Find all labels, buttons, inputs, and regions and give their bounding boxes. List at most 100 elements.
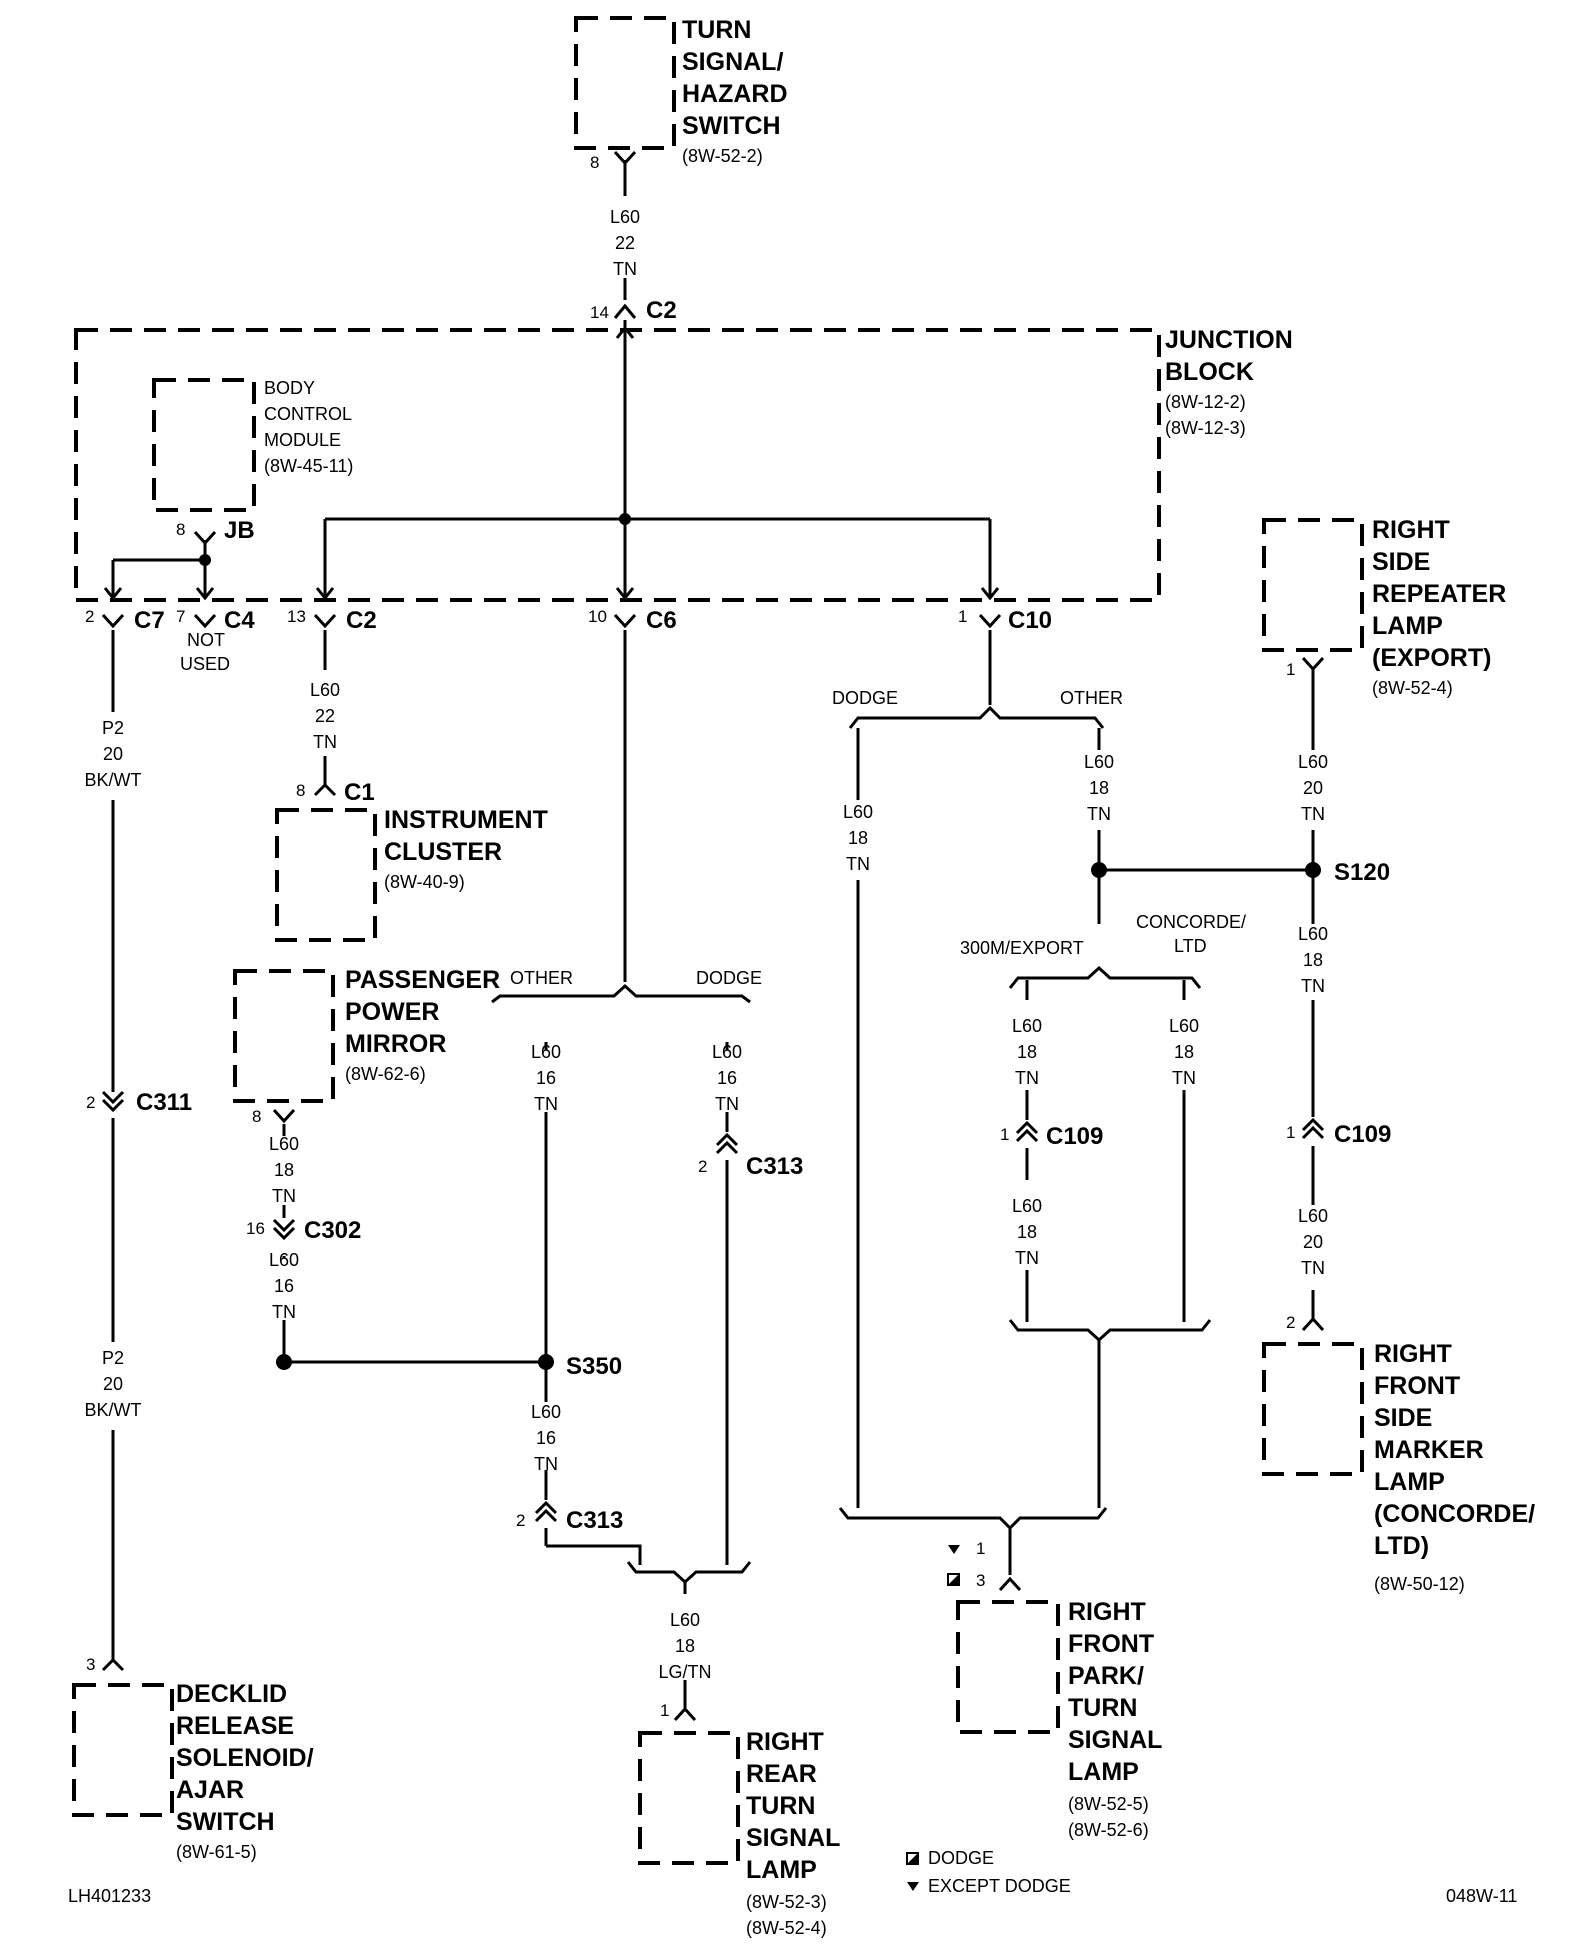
connector-labels: 14 C2 8 JB 2 C7 7 C4 NOT USED 13 C2 10 C… — [85, 297, 1391, 1534]
right-front-side-marker-lamp-label: RIGHT FRONT SIDE MARKER LAMP (CONCORDE/ … — [1286, 1313, 1535, 1594]
turn-signal-switch-box — [574, 16, 676, 150]
svg-text:TN: TN — [1301, 1258, 1325, 1278]
right-front-park-turn-signal-lamp-box — [956, 1600, 1060, 1734]
junction-block-box — [74, 328, 1161, 602]
svg-text:C313: C313 — [566, 1507, 623, 1534]
svg-text:(8W-61-5): (8W-61-5) — [176, 1842, 257, 1862]
svg-text:(CONCORDE/: (CONCORDE/ — [1374, 1500, 1535, 1528]
svg-text:2: 2 — [86, 1093, 95, 1112]
svg-text:RELEASE: RELEASE — [176, 1712, 294, 1740]
svg-text:L60: L60 — [531, 1402, 561, 1422]
svg-text:L60: L60 — [1298, 752, 1328, 772]
svg-text:LAMP: LAMP — [1372, 612, 1443, 640]
svg-text:18: 18 — [848, 828, 868, 848]
right-side-repeater-lamp-label: RIGHT SIDE REPEATER LAMP (EXPORT) (8W-52… — [1286, 516, 1506, 698]
wire-c10-other: L60 18 TN — [1084, 752, 1114, 824]
svg-text:20: 20 — [103, 744, 123, 764]
wire-c7-p2-bottom: P2 20 BK/WT — [85, 1348, 142, 1420]
svg-text:(8W-40-9): (8W-40-9) — [384, 872, 465, 892]
legend-except-dodge-icon — [907, 1882, 919, 1891]
wire-dodge-c313: L60 16 TN — [712, 1042, 742, 1114]
svg-text:TN: TN — [1087, 804, 1111, 824]
wire-rear-lamp: L60 18 LG/TN — [658, 1610, 711, 1682]
svg-text:13: 13 — [287, 607, 306, 626]
svg-text:L60: L60 — [843, 802, 873, 822]
footer-left-code: LH401233 — [68, 1886, 151, 1906]
connector-symbols — [101, 150, 1325, 1722]
wire-repeater: L60 20 TN — [1298, 752, 1328, 824]
svg-text:20: 20 — [1303, 1232, 1323, 1252]
svg-text:MODULE: MODULE — [264, 430, 341, 450]
svg-text:22: 22 — [615, 233, 635, 253]
splice-s350-label: S350 — [566, 1353, 622, 1380]
wire-300m-bottom: L60 18 TN — [1012, 1196, 1042, 1268]
svg-text:22: 22 — [315, 706, 335, 726]
svg-text:(8W-50-12): (8W-50-12) — [1374, 1574, 1465, 1594]
wire-c7-p2-top: P2 20 BK/WT — [85, 718, 142, 790]
right-front-side-marker-lamp-box — [1262, 1342, 1364, 1476]
svg-text:NOT: NOT — [187, 630, 225, 650]
junction-block-label: JUNCTION BLOCK (8W-12-2) (8W-12-3) — [1165, 326, 1293, 438]
svg-text:2: 2 — [698, 1157, 707, 1176]
svg-text:1: 1 — [1286, 1123, 1295, 1142]
svg-text:MIRROR: MIRROR — [345, 1030, 446, 1058]
svg-text:(8W-12-3): (8W-12-3) — [1165, 418, 1246, 438]
wire-s120-c109: L60 18 TN — [1298, 924, 1328, 996]
svg-text:REPEATER: REPEATER — [1372, 580, 1506, 608]
svg-text:RIGHT: RIGHT — [1068, 1598, 1146, 1626]
svg-text:L60: L60 — [1012, 1196, 1042, 1216]
svg-text:HAZARD: HAZARD — [682, 80, 788, 108]
svg-text:1: 1 — [976, 1539, 985, 1558]
right-rear-turn-signal-lamp-label: RIGHT REAR TURN SIGNAL LAMP (8W-52-3) (8… — [660, 1701, 840, 1938]
svg-text:TN: TN — [1015, 1068, 1039, 1088]
svg-text:16: 16 — [274, 1276, 294, 1296]
svg-text:L60: L60 — [269, 1250, 299, 1270]
svg-text:(8W-12-2): (8W-12-2) — [1165, 392, 1246, 412]
svg-text:C4: C4 — [224, 607, 255, 634]
svg-text:SIDE: SIDE — [1372, 548, 1430, 576]
svg-text:PASSENGER: PASSENGER — [345, 966, 500, 994]
instrument-cluster-box — [275, 808, 377, 942]
svg-text:L60: L60 — [1084, 752, 1114, 772]
svg-text:(8W-52-4): (8W-52-4) — [746, 1918, 827, 1938]
decklid-release-solenoid-box — [72, 1683, 174, 1817]
svg-text:LTD: LTD — [1174, 936, 1207, 956]
svg-text:SOLENOID/: SOLENOID/ — [176, 1744, 314, 1772]
svg-text:TN: TN — [1301, 804, 1325, 824]
svg-text:SIGNAL: SIGNAL — [1068, 1726, 1162, 1754]
svg-text:EXCEPT DODGE: EXCEPT DODGE — [928, 1876, 1071, 1896]
svg-text:DODGE: DODGE — [696, 968, 762, 988]
svg-text:AJAR: AJAR — [176, 1776, 244, 1804]
svg-text:2: 2 — [1286, 1313, 1295, 1332]
svg-text:RIGHT: RIGHT — [746, 1728, 824, 1756]
svg-text:(8W-52-6): (8W-52-6) — [1068, 1820, 1149, 1840]
svg-text:PARK/: PARK/ — [1068, 1662, 1144, 1690]
svg-text:20: 20 — [103, 1374, 123, 1394]
svg-text:TN: TN — [613, 259, 637, 279]
turn-signal-switch-label: TURN SIGNAL/ HAZARD SWITCH (8W-52-2) 8 — [590, 16, 788, 172]
legend: DODGE EXCEPT DODGE — [906, 1848, 1071, 1896]
splice-dot-s350 — [538, 1354, 554, 1370]
svg-text:L60: L60 — [269, 1134, 299, 1154]
wire-mirror-c302: L60 18 TN — [269, 1134, 299, 1206]
wire-c302-s350: L60 16 TN — [269, 1250, 299, 1322]
svg-text:(8W-45-11): (8W-45-11) — [264, 456, 353, 476]
svg-text:18: 18 — [274, 1160, 294, 1180]
svg-text:1: 1 — [958, 607, 967, 626]
svg-text:L60: L60 — [1298, 924, 1328, 944]
option-labels: OTHER DODGE DODGE OTHER 300M/EXPORT CONC… — [510, 688, 1246, 988]
svg-text:SIGNAL: SIGNAL — [746, 1824, 840, 1852]
svg-text:L60: L60 — [610, 207, 640, 227]
svg-text:SIDE: SIDE — [1374, 1404, 1432, 1432]
svg-text:TURN: TURN — [1068, 1694, 1137, 1722]
svg-text:RIGHT: RIGHT — [1372, 516, 1450, 544]
junction-dot-bcm — [199, 554, 211, 566]
wire-switch-jb: L60 22 TN — [610, 207, 640, 279]
svg-text:C302: C302 — [304, 1217, 361, 1244]
svg-text:L60: L60 — [712, 1042, 742, 1062]
svg-text:C10: C10 — [1008, 607, 1052, 634]
svg-text:TN: TN — [272, 1302, 296, 1322]
wire-c109-marker: L60 20 TN — [1298, 1206, 1328, 1278]
wire-c10-dodge: L60 18 TN — [843, 802, 873, 874]
